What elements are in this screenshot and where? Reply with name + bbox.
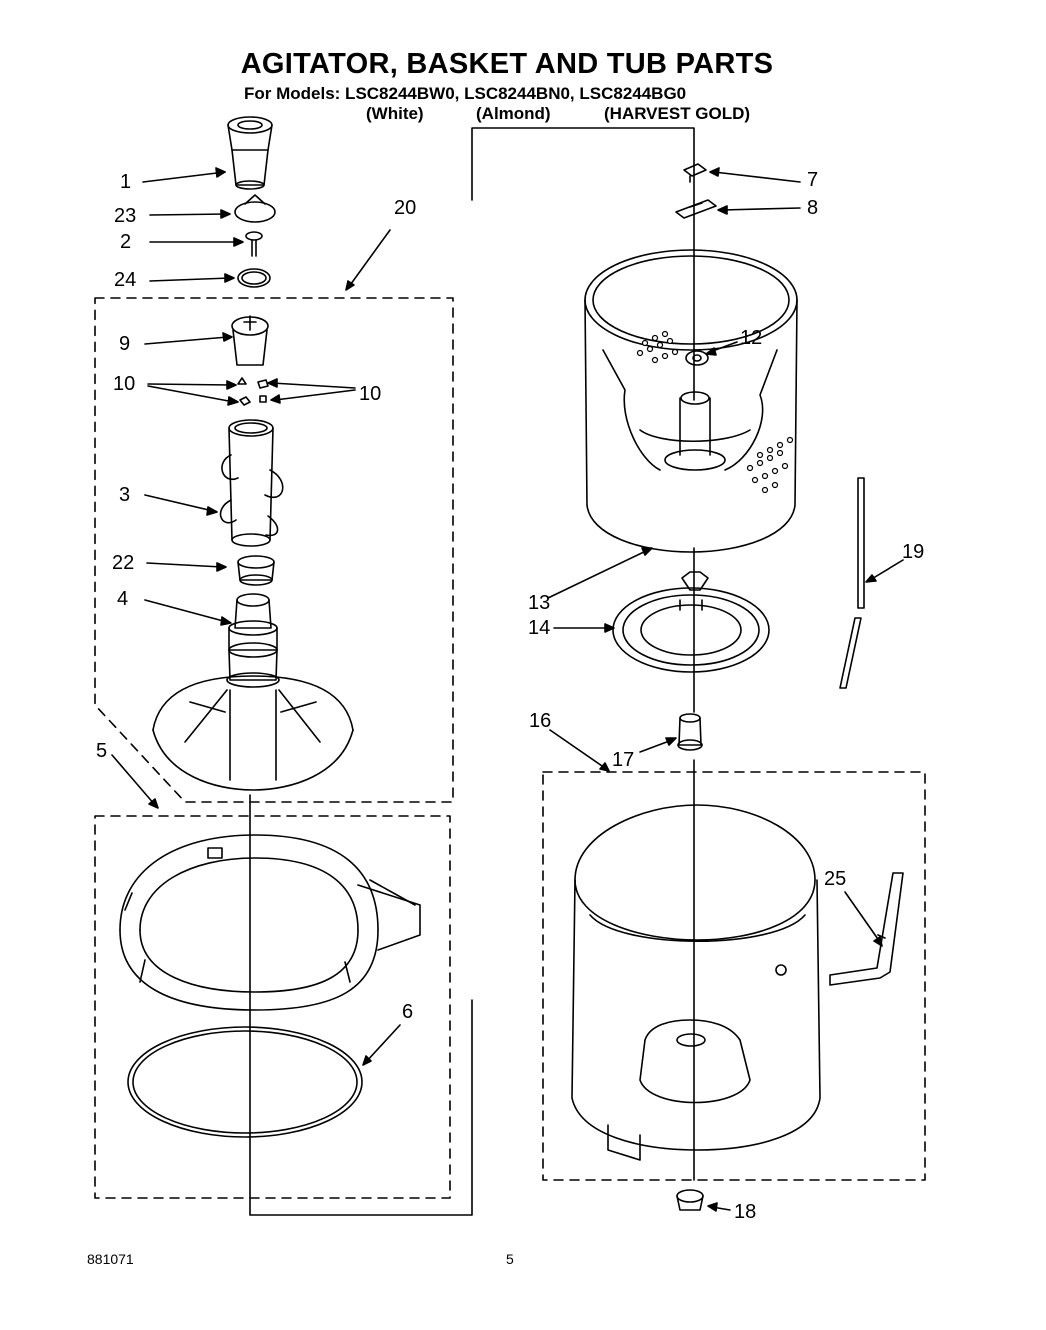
callout-leader-lines	[111, 167, 904, 1212]
page-title: AGITATOR, BASKET AND TUB PARTS	[240, 48, 774, 80]
group-outlines	[94, 297, 926, 1199]
assembly-connector-lines	[249, 127, 695, 1216]
callout-13: 13	[528, 592, 551, 614]
basket-holes	[636, 330, 794, 494]
callout-2: 2	[120, 231, 132, 253]
callout-19: 19	[902, 541, 925, 563]
part-spanner-nut	[675, 199, 717, 219]
document-number: 881071	[87, 1251, 134, 1267]
part-hose	[839, 477, 865, 689]
part-tub-ring	[119, 834, 421, 1011]
part-agitator-auger	[219, 419, 284, 547]
callout-9: 9	[119, 333, 131, 355]
part-agitator-base	[152, 593, 354, 791]
callout-7: 7	[807, 169, 819, 191]
callout-23: 23	[114, 205, 137, 227]
callout-6: 6	[402, 1001, 414, 1023]
group-box-5	[94, 815, 451, 1199]
part-agitator-cam	[231, 315, 269, 366]
callout-1: 1	[120, 171, 132, 193]
color-label-harvest-gold: (HARVEST GOLD)	[604, 104, 751, 123]
callout-20: 20	[394, 197, 417, 219]
part-dogs	[237, 377, 269, 406]
part-o-ring	[237, 268, 271, 288]
part-seal-kit	[677, 713, 703, 751]
part-clip	[683, 163, 707, 183]
part-basket-drive	[612, 571, 770, 673]
part-tub-gasket	[127, 1026, 363, 1138]
callout-8: 8	[807, 197, 819, 219]
callout-22: 22	[112, 552, 135, 574]
group-box-16	[542, 771, 926, 1181]
callout-4: 4	[117, 588, 129, 610]
part-bearing	[237, 555, 275, 586]
part-screw	[245, 231, 263, 257]
group-box-20	[94, 297, 454, 803]
part-wash-basket	[584, 249, 798, 553]
part-outer-tub	[571, 804, 821, 1161]
part-agitator-cap	[227, 116, 273, 190]
callout-10-left: 10	[113, 373, 136, 395]
part-basket-nut	[685, 350, 709, 366]
part-fill-hose	[829, 872, 904, 986]
callout-17: 17	[612, 749, 635, 771]
part-cam	[234, 194, 276, 223]
callout-18: 18	[734, 1201, 757, 1223]
callout-12: 12	[740, 327, 763, 349]
page-number: 5	[506, 1251, 514, 1267]
callout-14: 14	[528, 617, 551, 639]
color-label-almond: (Almond)	[476, 104, 551, 123]
callout-5: 5	[96, 740, 108, 762]
models-line: For Models: LSC8244BW0, LSC8244BN0, LSC8…	[244, 84, 687, 103]
callout-16: 16	[529, 710, 552, 732]
color-label-white: (White)	[366, 104, 424, 123]
callout-10-right: 10	[359, 383, 382, 405]
callout-25: 25	[824, 868, 847, 890]
part-tub-plug	[676, 1189, 704, 1211]
callout-3: 3	[119, 484, 131, 506]
callout-24: 24	[114, 269, 137, 291]
